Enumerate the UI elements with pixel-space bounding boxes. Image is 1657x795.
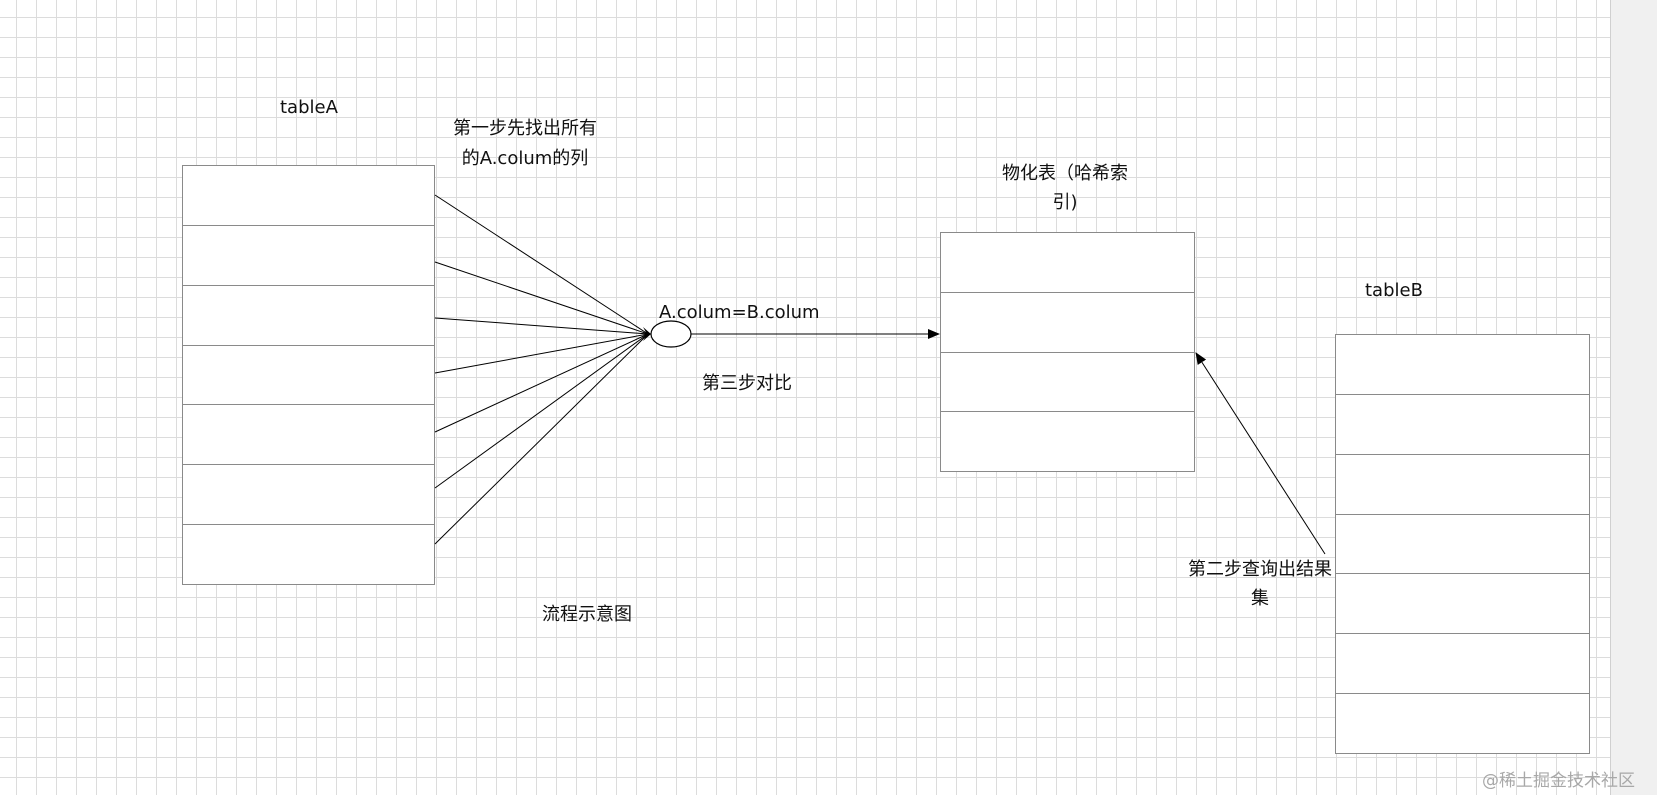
step2-label-line1: 第二步查询出结果 (1188, 559, 1332, 580)
materialized-table-shape[interactable] (940, 232, 1195, 472)
table-b-row (1336, 335, 1589, 395)
table-a-row (183, 226, 434, 286)
materialized-table-row (941, 353, 1194, 413)
materialized-table-title-line1: 物化表（哈希索 (1002, 163, 1128, 184)
table-b-row (1336, 395, 1589, 455)
table-a-row (183, 465, 434, 526)
table-a-row (183, 166, 434, 226)
step2-label-line2: 集 (1251, 588, 1269, 609)
table-b-row (1336, 574, 1589, 635)
step1-label-line2: 的A.colum的列 (461, 148, 589, 169)
diagram-canvas[interactable]: tableA 第一步先找出所有 的A.colum的列 A.colum=B.col… (0, 0, 1610, 795)
table-b-shape[interactable] (1335, 334, 1590, 754)
connector-row1 (434, 194, 649, 335)
connector-row7 (434, 333, 649, 545)
watermark: @稀土掘金技术社区 (1482, 771, 1635, 791)
vertical-scrollbar[interactable] (1610, 0, 1657, 795)
table-b-row (1336, 455, 1589, 515)
table-a-row (183, 346, 434, 406)
join-node-ellipse[interactable] (650, 320, 692, 348)
connector-row4 (434, 333, 649, 374)
connector-layer (434, 194, 1326, 555)
table-b-row (1336, 515, 1589, 575)
connector-row3 (434, 317, 649, 335)
arrow-from-table-b[interactable] (1195, 352, 1326, 555)
converge-arrowhead-icon (643, 327, 651, 341)
table-a-row (183, 405, 434, 466)
table-a-title: tableA (280, 97, 338, 118)
table-a-shape[interactable] (182, 165, 435, 585)
connector-row5 (434, 333, 649, 433)
table-b-title: tableB (1365, 280, 1423, 301)
connector-row2 (434, 261, 649, 335)
materialized-table-row (941, 233, 1194, 293)
join-node-label: A.colum=B.colum (659, 302, 820, 323)
table-b-row (1336, 634, 1589, 695)
step3-label: 第三步对比 (702, 373, 792, 394)
materialized-table-row (941, 293, 1194, 353)
diagram-caption: 流程示意图 (542, 604, 632, 625)
materialized-table-title-line2: 引) (1052, 192, 1078, 213)
step1-label-line1: 第一步先找出所有 (453, 118, 597, 139)
connector-row6 (434, 333, 649, 489)
table-a-row (183, 286, 434, 346)
